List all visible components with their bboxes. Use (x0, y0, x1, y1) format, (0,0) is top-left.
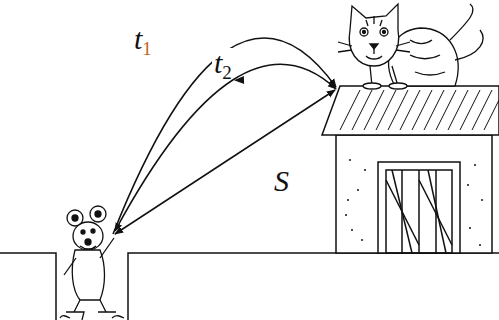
time-label: t2 (212, 48, 234, 78)
trajectory-t1 (113, 38, 336, 234)
mouse-figure (60, 206, 124, 320)
distance-line (115, 90, 335, 234)
shed-wall (336, 135, 492, 253)
trajectory-t2 (115, 64, 336, 231)
arrowhead (234, 76, 244, 84)
distance-label: S (272, 166, 291, 196)
time-label: t1 (132, 24, 154, 54)
shed-roof (322, 86, 499, 135)
cat-figure (338, 4, 483, 89)
shed-door (378, 162, 460, 253)
